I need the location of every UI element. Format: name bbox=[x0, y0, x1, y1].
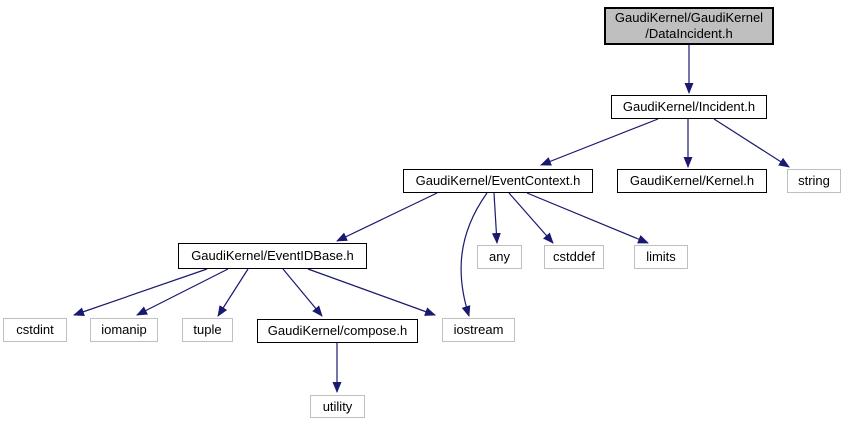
edge-incident-to-eventcontext bbox=[540, 118, 659, 166]
node-label: tuple bbox=[193, 322, 222, 337]
node-limits: limits bbox=[634, 245, 688, 269]
node-label: string bbox=[798, 173, 830, 188]
node-iomanip: iomanip bbox=[90, 318, 158, 342]
node-label: iomanip bbox=[101, 322, 147, 337]
node-label: limits bbox=[646, 249, 676, 264]
node-label: cstdint bbox=[16, 322, 54, 337]
node-cstdint: cstdint bbox=[3, 318, 67, 342]
node-label: GaudiKernel/EventContext.h bbox=[415, 173, 581, 188]
edge-eventidbase-to-compose bbox=[282, 268, 323, 317]
node-cstddef: cstddef bbox=[544, 245, 604, 269]
edge-eventidbase-to-cstdint bbox=[73, 268, 208, 316]
node-eventidbase[interactable]: GaudiKernel/EventIDBase.h bbox=[178, 243, 367, 269]
node-any: any bbox=[477, 245, 522, 269]
node-label: cstddef bbox=[553, 249, 595, 264]
node-label: any bbox=[489, 249, 510, 264]
edge-incident-to-string bbox=[713, 118, 790, 168]
node-iostream: iostream bbox=[442, 318, 515, 342]
node-compose[interactable]: GaudiKernel/compose.h bbox=[257, 319, 418, 343]
edge-eventcontext-to-cstddef bbox=[508, 192, 554, 244]
node-utility: utility bbox=[310, 395, 365, 418]
node-label: utility bbox=[322, 398, 353, 414]
edge-eventidbase-to-iostream bbox=[307, 268, 436, 316]
node-tuple: tuple bbox=[182, 318, 233, 342]
node-label: GaudiKernel/GaudiKernel bbox=[614, 10, 764, 25]
node-label: GaudiKernel/EventIDBase.h bbox=[191, 248, 354, 263]
node-label: iostream bbox=[453, 322, 504, 337]
node-dataincident[interactable]: GaudiKernel/GaudiKernel/DataIncident.h bbox=[604, 7, 774, 45]
node-string: string bbox=[787, 169, 841, 193]
edge-eventcontext-to-eventidbase bbox=[336, 192, 438, 242]
edge-eventidbase-to-tuple bbox=[217, 268, 249, 317]
node-label: GaudiKernel/compose.h bbox=[267, 323, 408, 338]
node-incident[interactable]: GaudiKernel/Incident.h bbox=[611, 95, 767, 119]
node-label: /DataIncident.h bbox=[645, 26, 733, 41]
node-kernel[interactable]: GaudiKernel/Kernel.h bbox=[617, 169, 767, 193]
node-eventcontext[interactable]: GaudiKernel/EventContext.h bbox=[403, 169, 593, 193]
edge-eventcontext-to-any bbox=[491, 192, 501, 244]
node-label: GaudiKernel/Incident.h bbox=[622, 99, 756, 114]
edge-eventcontext-to-limits bbox=[526, 192, 649, 244]
edge-eventidbase-to-iomanip bbox=[136, 268, 229, 316]
node-label: GaudiKernel/Kernel.h bbox=[629, 173, 755, 188]
